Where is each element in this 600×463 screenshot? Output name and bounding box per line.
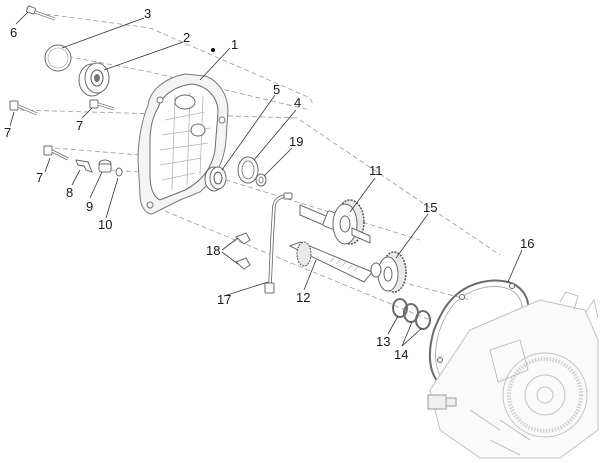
callout-8: 8 <box>66 185 73 200</box>
engine-block-icon <box>427 291 599 459</box>
pin-9 <box>98 159 112 173</box>
callout-7-left: 7 <box>4 125 11 140</box>
bush-19 <box>255 173 267 187</box>
callout-12: 12 <box>296 290 310 305</box>
transmission-cover-icon <box>137 73 229 215</box>
callout-13: 13 <box>376 334 390 349</box>
callout-11: 11 <box>369 163 383 178</box>
engine-block <box>427 291 599 459</box>
bolt-6 <box>25 5 56 21</box>
assembly-guide-lines <box>19 11 501 321</box>
callout-10: 10 <box>98 217 112 232</box>
clip-8 <box>75 159 93 173</box>
callout-labels: 1 2 3 4 5 6 7 7 7 8 9 10 11 12 13 14 15 … <box>4 6 534 362</box>
ball-bearing-icon <box>78 62 110 97</box>
bearing-5 <box>204 166 227 192</box>
callout-17: 17 <box>217 292 231 307</box>
bolt-7-left <box>9 100 38 116</box>
callout-1: 1 <box>231 37 238 52</box>
shaft-gear-11 <box>299 199 371 245</box>
leader-lines <box>9 11 523 347</box>
callout-2: 2 <box>183 30 190 45</box>
callout-18: 18 <box>206 243 220 258</box>
bolt-icon <box>25 5 56 21</box>
callout-7-upper: 7 <box>76 118 83 133</box>
gear-15 <box>370 251 407 293</box>
circlip-3 <box>44 44 72 72</box>
shaft-12 <box>288 241 373 283</box>
callout-4: 4 <box>294 95 301 110</box>
callout-14: 14 <box>394 347 408 362</box>
bolt-7-lower <box>43 145 69 161</box>
bolt-7-upper <box>89 99 115 111</box>
callout-6: 6 <box>10 25 17 40</box>
callout-9: 9 <box>86 199 93 214</box>
seal-ring-4 <box>237 156 259 184</box>
callout-7-lower: 7 <box>36 170 43 185</box>
bearing-2 <box>78 62 110 97</box>
washer-13 <box>392 298 408 318</box>
washers-14 <box>403 303 431 330</box>
callout-15: 15 <box>423 200 437 215</box>
breather-tube-17 <box>264 192 293 294</box>
callout-5: 5 <box>273 82 280 97</box>
callout-16: 16 <box>520 236 534 251</box>
transmission-cover-1 <box>137 73 229 215</box>
callout-19: 19 <box>289 134 303 149</box>
clamps-18 <box>235 232 251 270</box>
washer-10 <box>115 167 123 177</box>
callout-3: 3 <box>144 6 151 21</box>
